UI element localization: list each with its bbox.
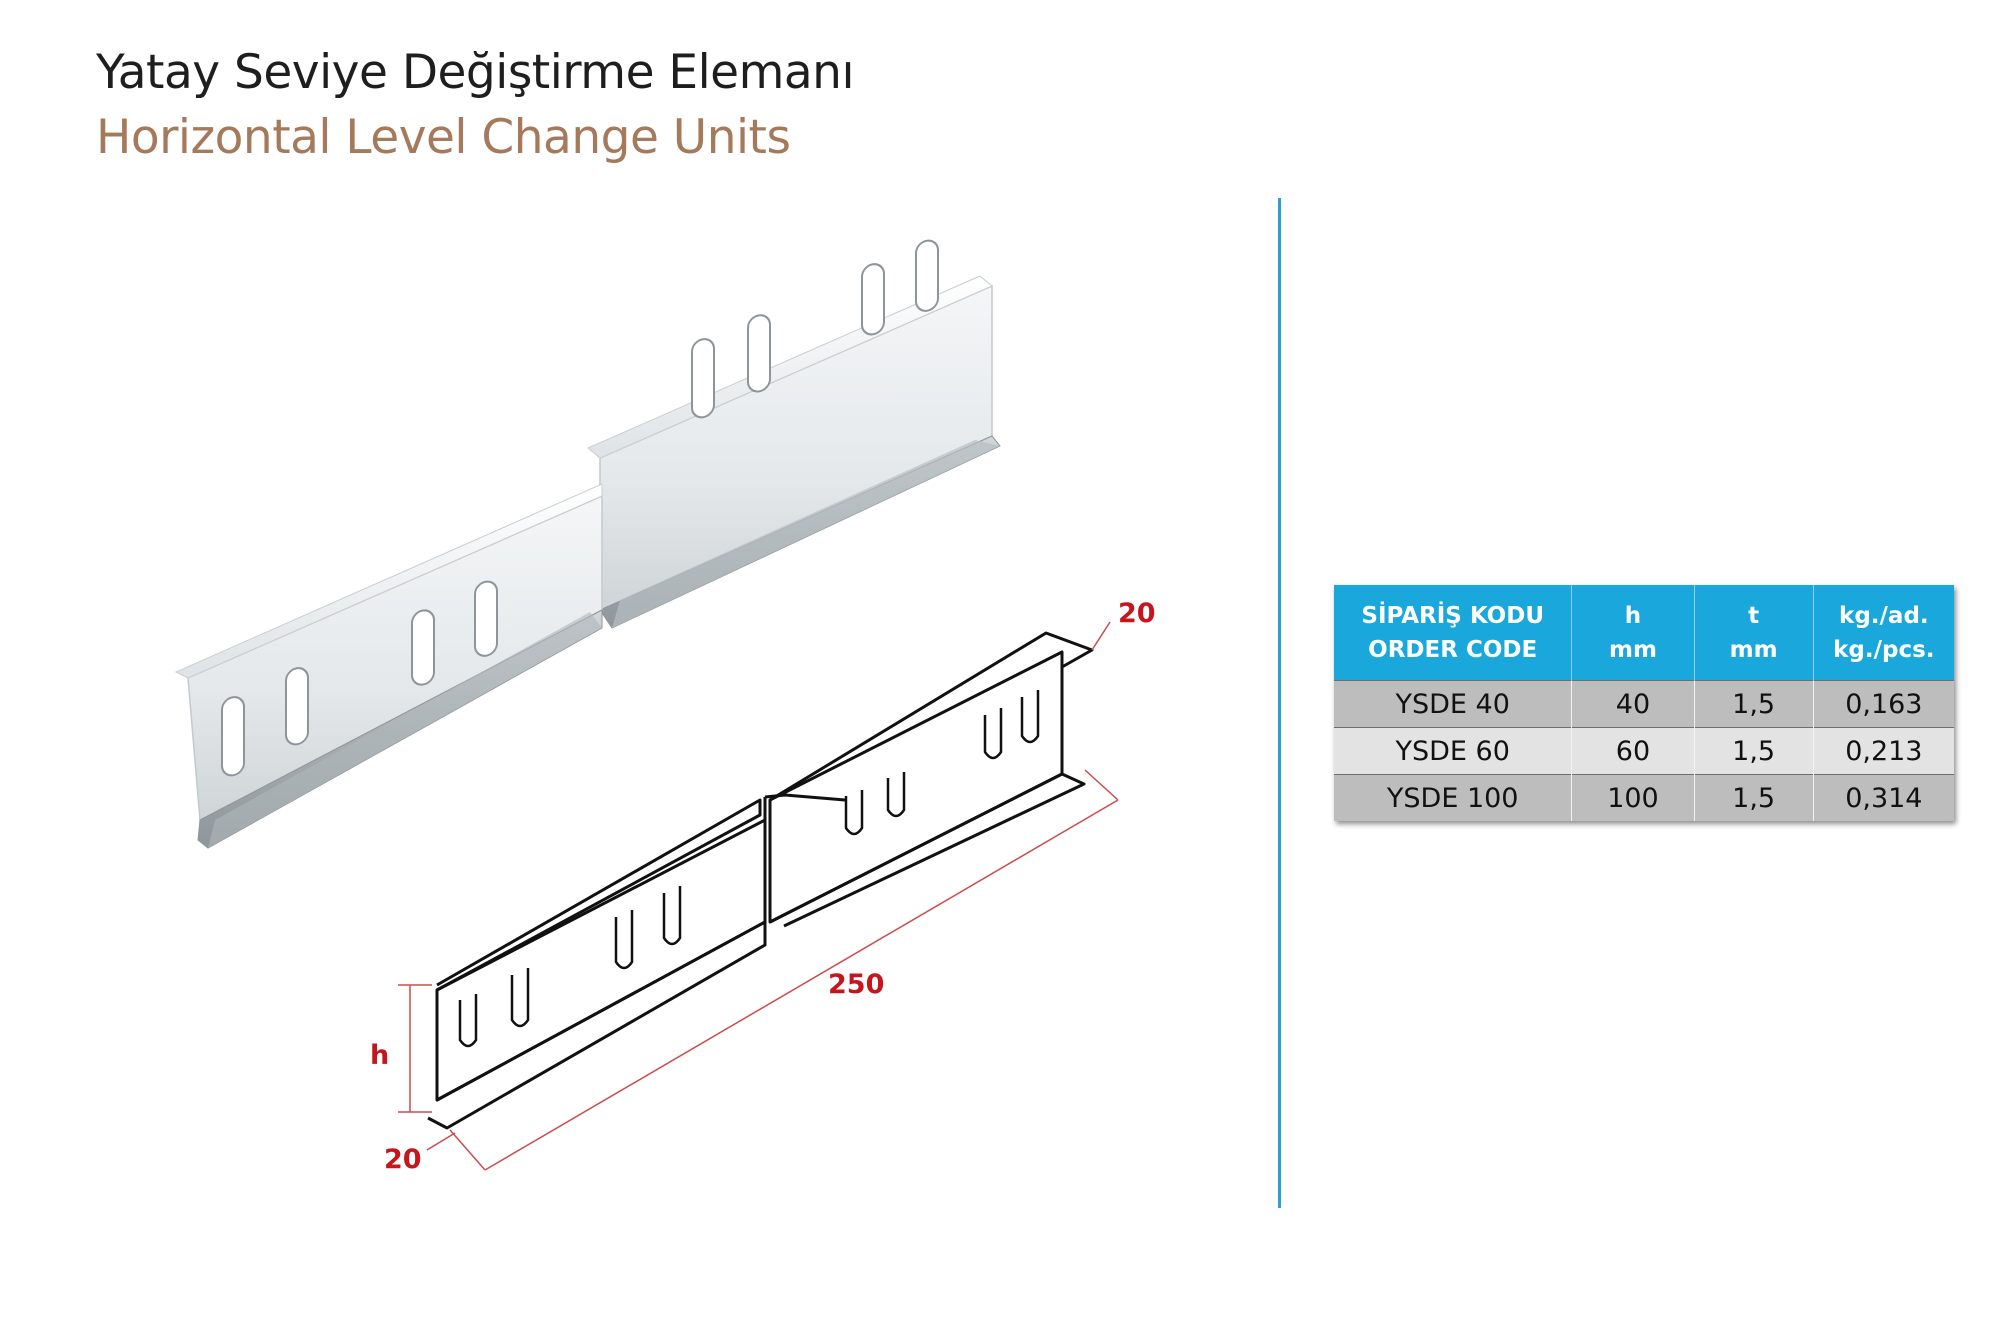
dimension-lines bbox=[398, 621, 1119, 1171]
dim-height-label: h bbox=[370, 1040, 389, 1071]
dim-top-width-label: 20 bbox=[1118, 598, 1156, 629]
specification-table: SİPARİŞ KODU ORDER CODE h mm t mm kg./ad… bbox=[1334, 585, 1954, 821]
table-header-row: SİPARİŞ KODU ORDER CODE h mm t mm kg./ad… bbox=[1334, 585, 1954, 681]
technical-drawing bbox=[427, 631, 1094, 1130]
cell-h: 60 bbox=[1571, 727, 1695, 775]
header-order-code: SİPARİŞ KODU ORDER CODE bbox=[1334, 585, 1573, 681]
header-t: t mm bbox=[1694, 585, 1814, 681]
vertical-divider bbox=[1278, 198, 1281, 1208]
table-row: YSDE 40 40 1,5 0,163 bbox=[1334, 680, 1954, 728]
cell-h: 100 bbox=[1571, 774, 1695, 821]
header-h: h mm bbox=[1571, 585, 1695, 681]
table-row: YSDE 60 60 1,5 0,213 bbox=[1334, 727, 1954, 775]
cell-weight: 0,163 bbox=[1813, 680, 1954, 728]
cell-t: 1,5 bbox=[1694, 680, 1814, 728]
dim-length-label: 250 bbox=[828, 969, 884, 1000]
title-english: Horizontal Level Change Units bbox=[96, 110, 791, 165]
cell-t: 1,5 bbox=[1694, 774, 1814, 821]
cell-weight: 0,314 bbox=[1813, 774, 1954, 821]
dim-bottom-width-label: 20 bbox=[384, 1144, 422, 1175]
cell-order-code: YSDE 40 bbox=[1334, 680, 1573, 728]
cell-h: 40 bbox=[1571, 680, 1695, 728]
product-3d-render bbox=[174, 239, 1001, 849]
cell-order-code: YSDE 100 bbox=[1334, 774, 1573, 821]
table-row: YSDE 100 100 1,5 0,314 bbox=[1334, 774, 1954, 821]
title-turkish: Yatay Seviye Değiştirme Elemanı bbox=[96, 45, 855, 100]
cell-order-code: YSDE 60 bbox=[1334, 727, 1573, 775]
header-weight: kg./ad. kg./pcs. bbox=[1813, 585, 1954, 681]
cell-weight: 0,213 bbox=[1813, 727, 1954, 775]
cell-t: 1,5 bbox=[1694, 727, 1814, 775]
